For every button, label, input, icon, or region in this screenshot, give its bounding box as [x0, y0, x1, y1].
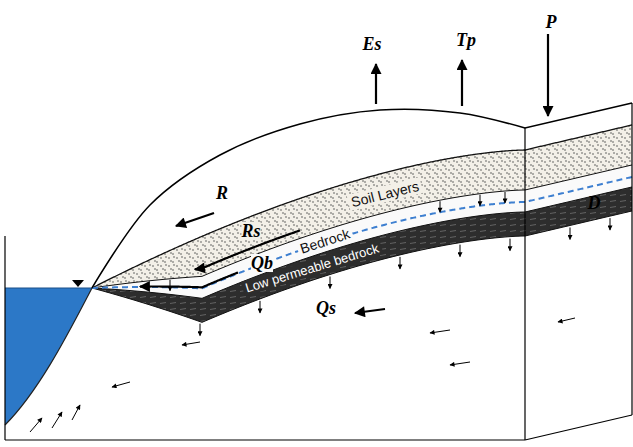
leakage-arrow	[400, 257, 401, 269]
leakage-arrow	[330, 277, 331, 289]
groundwater-arrow	[430, 330, 450, 333]
leakage-arrow	[260, 301, 261, 313]
leakage-arrow	[610, 218, 611, 230]
bedrock-flow-arrow	[140, 272, 238, 287]
flux-symbol: D	[588, 194, 601, 212]
flux-symbol: P	[546, 13, 557, 31]
groundwater-arrow	[450, 362, 470, 365]
water-level-marker	[72, 280, 84, 287]
groundwater-arrow	[558, 318, 575, 322]
block-edge	[631, 103, 632, 415]
leakage-arrow	[510, 239, 511, 251]
percolation-arrow	[480, 195, 481, 206]
groundwater-arrow	[182, 342, 200, 345]
groundwater-arrow	[30, 418, 42, 432]
layer-boundary	[92, 211, 632, 322]
water-surface	[5, 288, 92, 289]
leakage-arrow	[460, 245, 461, 257]
block-edge	[5, 439, 525, 440]
layer-boundary	[92, 165, 632, 288]
flux-symbol: R	[216, 184, 228, 202]
percolation-arrow	[440, 201, 441, 212]
flux-symbol: Es	[362, 35, 381, 53]
runoff-arrow	[176, 213, 214, 226]
percolation-arrow	[170, 280, 171, 291]
lake-bed	[5, 288, 92, 425]
groundwater-arrow	[112, 382, 130, 387]
transpiration-arrow	[461, 60, 463, 106]
leakage-arrow	[570, 227, 571, 239]
groundwater-arrow	[72, 405, 80, 420]
water-table	[92, 177, 632, 288]
layer-boundary	[92, 125, 632, 288]
flux-symbol: Tp	[456, 31, 476, 49]
deep-flow-arrow	[355, 309, 385, 313]
flux-symbol: Qb	[251, 254, 273, 272]
evaporation-arrow	[375, 64, 377, 104]
leakage-arrow	[200, 324, 201, 336]
percolation-arrow	[505, 192, 506, 203]
precipitation-arrow	[547, 34, 549, 116]
flux-symbol: Qs	[316, 299, 336, 317]
groundwater-arrow	[52, 412, 62, 428]
lake-water	[5, 288, 92, 425]
block-edge	[4, 236, 5, 440]
flux-symbol: Rs	[241, 222, 260, 240]
block-edge	[524, 128, 525, 440]
block-edge	[525, 415, 632, 440]
